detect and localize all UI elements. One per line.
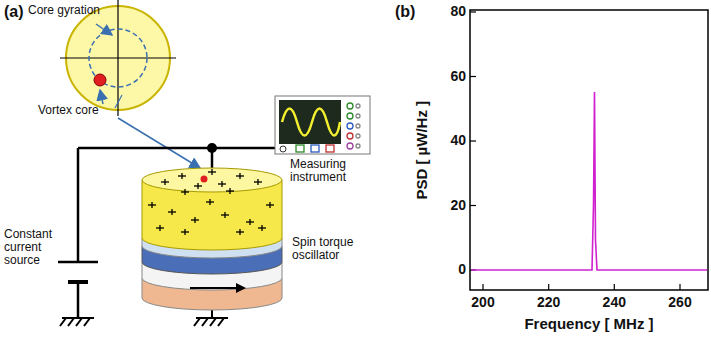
- spin-mark: [209, 199, 210, 205]
- part-label: Measuring instrument: [290, 158, 370, 184]
- axis-title: PSD [ µW/Hz ]: [414, 101, 431, 200]
- spin-mark: [269, 202, 270, 208]
- spin-mark: [224, 212, 225, 218]
- oscilloscope: [275, 96, 370, 154]
- spin-mark: [239, 229, 240, 235]
- tick-label: 40: [438, 133, 466, 148]
- axis-title: Frequency [ MHz ]: [524, 316, 653, 333]
- spin-mark: [197, 183, 198, 189]
- part-label: Spin torque oscillator: [292, 236, 367, 262]
- spin-mark: [194, 217, 195, 223]
- tick-label: 200: [470, 295, 496, 310]
- tick-label: 260: [667, 295, 693, 310]
- tick-label: 20: [438, 198, 466, 213]
- spin-mark: [261, 225, 262, 231]
- panel-label: (b): [395, 3, 415, 21]
- spin-mark: [221, 181, 222, 187]
- spin-mark: [184, 189, 185, 195]
- spin-mark: [171, 209, 172, 215]
- oscillator-stack: [142, 168, 282, 310]
- tick-label: 220: [536, 295, 562, 310]
- part-label: Core gyration: [28, 4, 100, 17]
- tick-label: 60: [438, 69, 466, 84]
- gyration-path: [89, 29, 147, 87]
- vortex-core: [94, 74, 106, 86]
- spin-mark: [211, 169, 212, 175]
- spin-mark: [159, 225, 160, 231]
- spin-mark: [239, 173, 240, 179]
- part-label: Constant current source: [4, 228, 70, 268]
- spin-mark: [257, 179, 258, 185]
- spin-mark: [164, 179, 165, 185]
- battery-symbol: [58, 261, 98, 264]
- tick-label: 80: [438, 4, 466, 19]
- tick-label: 240: [601, 295, 627, 310]
- spin-mark: [249, 219, 250, 225]
- panel-label: (a): [4, 3, 24, 21]
- spin-mark: [184, 229, 185, 235]
- psd-chart: [470, 10, 708, 290]
- spin-mark: [229, 188, 230, 194]
- spin-mark: [151, 202, 152, 208]
- tick-label: 0: [438, 262, 466, 277]
- spin-mark: [181, 173, 182, 179]
- part-label: Vortex core: [38, 104, 99, 117]
